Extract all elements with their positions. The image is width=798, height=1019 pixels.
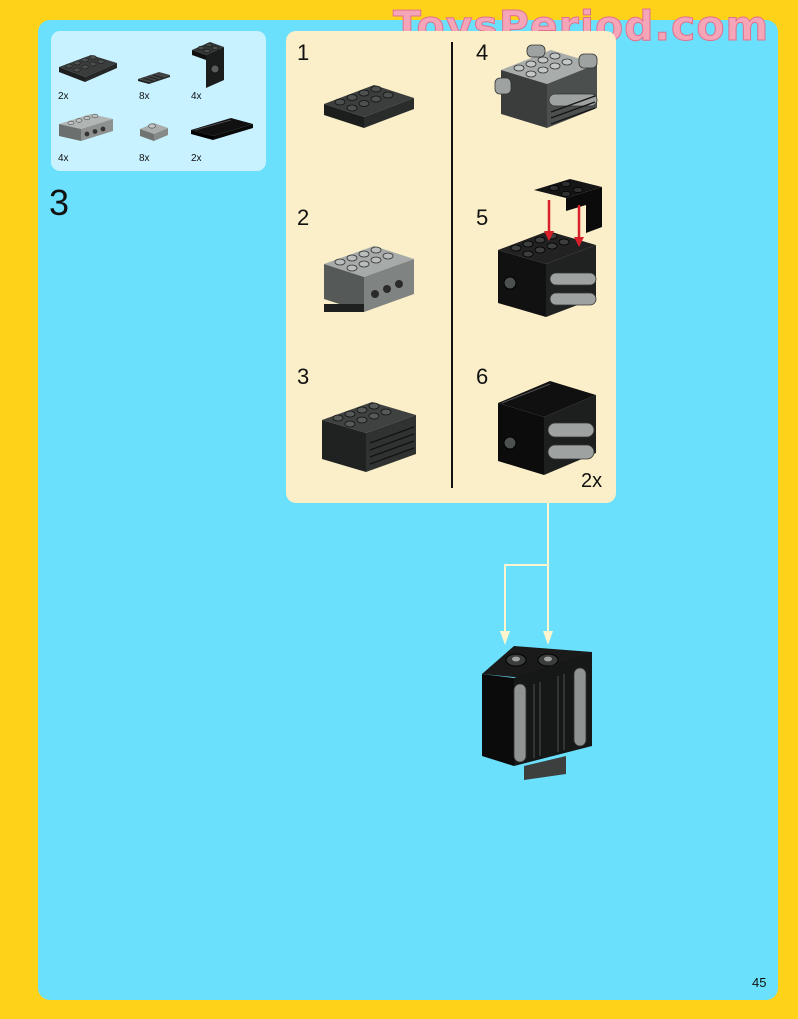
- part-qty: 2x: [58, 91, 69, 102]
- part-bracket-icon: [192, 42, 224, 88]
- part-qty: 2x: [191, 153, 202, 164]
- final-assembly-image: [482, 646, 592, 780]
- step6-assembly-image: [498, 381, 596, 475]
- step1-plate-image: [324, 85, 414, 128]
- parts-list: 2x 8x 4x 4x 8x 2x: [51, 31, 266, 171]
- step-number: 3: [49, 182, 70, 223]
- step2-brick-image: [324, 246, 414, 312]
- step4-assembly-image: [494, 44, 598, 128]
- submodel-multiplier: 2x: [581, 470, 603, 492]
- substep-label: 2: [297, 205, 310, 230]
- column-divider: [451, 42, 453, 488]
- step3-assembly-image: [322, 402, 416, 472]
- step5-assembly-image: [498, 179, 602, 317]
- substep-label: 5: [476, 205, 489, 230]
- part-qty: 8x: [139, 91, 150, 102]
- part-qty: 4x: [191, 91, 202, 102]
- part-qty: 4x: [58, 153, 69, 164]
- part-tile-2x4-icon: [191, 118, 253, 140]
- part-qty: 8x: [139, 153, 150, 164]
- part-technic-brick-icon: [59, 113, 113, 141]
- substep-label: 4: [476, 40, 489, 65]
- page-number: 45: [752, 975, 767, 990]
- connector-arrows: [500, 503, 553, 645]
- substep-label: 3: [297, 364, 310, 389]
- substep-label: 1: [297, 40, 310, 65]
- part-grille-tile-icon: [138, 72, 170, 84]
- part-slope-icon: [140, 123, 168, 141]
- part-plate-2x4-icon: [59, 55, 117, 82]
- substep-label: 6: [476, 364, 489, 389]
